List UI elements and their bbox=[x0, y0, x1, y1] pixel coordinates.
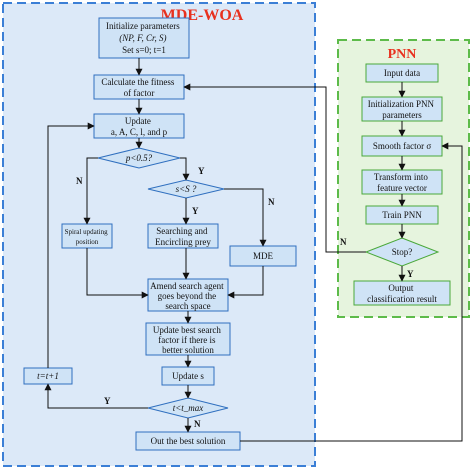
svg-text:Update a, A, C, l, and p: Update a, A, C, l, and p bbox=[111, 116, 168, 137]
update-line-2: a, A, C, l, and p bbox=[111, 127, 168, 137]
label-t-yes: Y bbox=[104, 396, 111, 406]
label-t-no: N bbox=[194, 419, 201, 429]
initialize-parameters-box: Initialize parameters (NP, F, Cr, S) Set… bbox=[98, 17, 190, 59]
svg-text:Initialize parameters (N: Initialize parameters (NP, F, Cr, S) Set… bbox=[106, 21, 182, 55]
init-line-2: (NP, F, Cr, S) bbox=[119, 33, 166, 43]
fitness-line-2: of factor bbox=[124, 88, 155, 98]
arrow-stop-no-to-fitness bbox=[183, 83, 366, 253]
p-decision-text: p<0.5? bbox=[125, 153, 153, 163]
svg-text:Transform into feature v: Transform into feature vector bbox=[374, 172, 430, 193]
amend-line-1: Amend search agent bbox=[150, 281, 224, 291]
svg-text:Amend search agent goes: Amend search agent goes beyond the searc… bbox=[150, 281, 226, 311]
stop-text: Stop? bbox=[392, 247, 413, 257]
update-best-line-3: better solution bbox=[162, 345, 214, 355]
transform-line-1: Transform into bbox=[374, 172, 428, 182]
transform-line-2: feature vector bbox=[377, 183, 427, 193]
input-data-box: Input data bbox=[365, 63, 439, 83]
arrow-out-best-to-smooth bbox=[240, 142, 463, 442]
output-line-2: classification result bbox=[367, 294, 437, 304]
train-pnn-box: Train PNN bbox=[365, 205, 439, 225]
svg-text:Output classification re: Output classification result bbox=[367, 283, 437, 304]
init-pnn-box: Initialization PNN parameters bbox=[361, 96, 443, 122]
searching-line-1: Searching and bbox=[156, 226, 208, 236]
arrow-t-yes-to-increment bbox=[44, 383, 148, 409]
init-pnn-line-2: parameters bbox=[382, 110, 422, 120]
svg-text:Calculate the fitness of: Calculate the fitness of factor bbox=[101, 77, 176, 98]
label-s-yes: Y bbox=[192, 206, 199, 216]
output-result-box: Output classification result bbox=[353, 280, 451, 306]
fitness-line-1: Calculate the fitness bbox=[101, 77, 174, 87]
t-decision-text: t<t_max bbox=[173, 403, 204, 413]
smooth-text: Smooth factor σ bbox=[373, 141, 431, 151]
arrow-s-no-to-mde bbox=[224, 188, 267, 247]
amend-line-3: search space bbox=[165, 301, 210, 311]
mde-box: MDE bbox=[229, 245, 297, 267]
p-decision-diamond: p<0.5? bbox=[97, 147, 181, 169]
out-best-solution-box: Out the best solution bbox=[135, 431, 241, 451]
pnn-arrows bbox=[183, 82, 463, 442]
s-decision-text: s<S ? bbox=[176, 184, 197, 194]
amend-line-2: goes beyond the bbox=[158, 291, 217, 301]
arrow-p-yes-to-s bbox=[180, 157, 190, 181]
arrow-mde-to-amend bbox=[227, 266, 264, 299]
label-p-yes: Y bbox=[198, 166, 205, 176]
spiral-line-2: position bbox=[76, 238, 99, 246]
smooth-factor-box: Smooth factor σ bbox=[361, 135, 443, 157]
label-stop-yes: Y bbox=[407, 269, 414, 279]
searching-encircling-box: Searching and Encircling prey bbox=[147, 223, 219, 249]
output-line-1: Output bbox=[388, 283, 414, 293]
update-box: Update a, A, C, l, and p bbox=[93, 113, 185, 139]
transform-feature-box: Transform into feature vector bbox=[361, 169, 443, 195]
t-increment-box: t=t+1 bbox=[23, 367, 73, 385]
arrow-p-no-to-spiral bbox=[83, 157, 98, 225]
out-best-text: Out the best solution bbox=[151, 436, 226, 446]
update-best-line-1: Update best search bbox=[153, 325, 221, 335]
mde-text: MDE bbox=[253, 251, 274, 261]
calculate-fitness-box: Calculate the fitness of factor bbox=[93, 74, 185, 100]
spiral-updating-box: Spiral updating position bbox=[61, 223, 113, 249]
arrow-increment-to-update bbox=[47, 122, 95, 368]
svg-text:Update best search facto: Update best search factor if there is be… bbox=[153, 325, 223, 355]
label-stop-no: N bbox=[340, 237, 347, 247]
update-line-1: Update bbox=[125, 116, 151, 126]
searching-line-2: Encircling prey bbox=[155, 237, 211, 247]
svg-text:Initialization PNN param: Initialization PNN parameters bbox=[368, 99, 437, 120]
mde-arrows bbox=[44, 58, 267, 433]
train-pnn-text: Train PNN bbox=[382, 210, 422, 220]
init-line-3: Set s=0; t=1 bbox=[122, 45, 166, 55]
update-best-line-2: factor if there is bbox=[158, 335, 216, 345]
label-p-no: N bbox=[76, 176, 83, 186]
pnn-title: PNN bbox=[388, 47, 417, 62]
label-s-no: N bbox=[268, 197, 275, 207]
update-s-box: Update s bbox=[161, 366, 215, 386]
input-data-text: Input data bbox=[384, 68, 420, 78]
svg-text:Searching and Encircling: Searching and Encircling prey bbox=[155, 226, 211, 247]
init-pnn-line-1: Initialization PNN bbox=[368, 99, 435, 109]
t-increment-text: t=t+1 bbox=[37, 371, 59, 381]
update-best-box: Update best search factor if there is be… bbox=[145, 322, 231, 356]
spiral-line-1: Spiral updating bbox=[65, 228, 108, 236]
svg-text:Spiral updating position: Spiral updating position bbox=[65, 228, 110, 246]
amend-search-agent-box: Amend search agent goes beyond the searc… bbox=[147, 278, 229, 312]
init-line-1: Initialize parameters bbox=[106, 21, 180, 31]
arrow-spiral-to-amend bbox=[86, 248, 149, 299]
update-s-text: Update s bbox=[172, 371, 204, 381]
